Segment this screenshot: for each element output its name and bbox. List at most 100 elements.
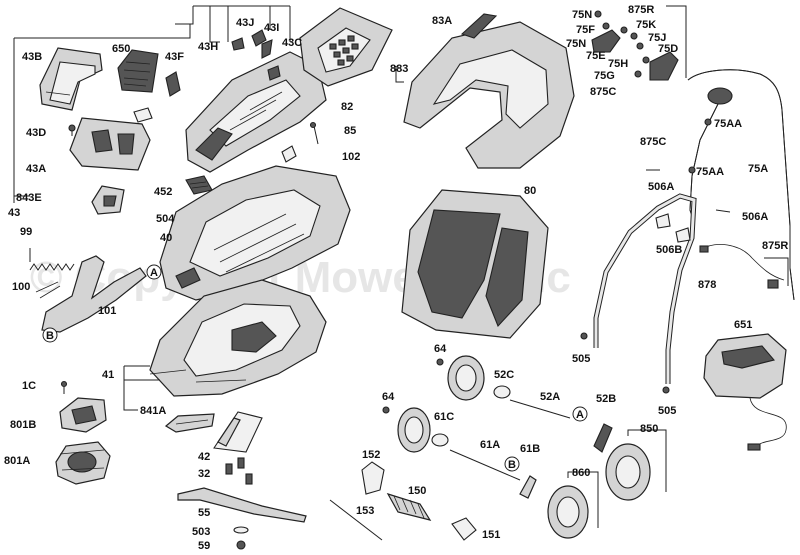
part-43j bbox=[251, 29, 267, 47]
label-75h: 75H bbox=[608, 58, 628, 70]
label-75f: 75F bbox=[576, 24, 595, 36]
part-1c-screw bbox=[60, 380, 68, 394]
part-52b-lever bbox=[593, 423, 613, 453]
svg-text:B: B bbox=[46, 330, 54, 342]
label-43b: 43B bbox=[22, 51, 42, 63]
part-101-lever bbox=[35, 255, 147, 333]
part-43f bbox=[165, 71, 181, 97]
label-43j: 43J bbox=[236, 17, 254, 29]
label-75j: 75J bbox=[648, 32, 666, 44]
label-875r: 875R bbox=[762, 240, 788, 252]
label-75n: 75N bbox=[572, 9, 592, 21]
label-875r-top: 875R bbox=[628, 4, 654, 16]
part-75a-upper-handle bbox=[687, 69, 795, 301]
label-43a: 43A bbox=[26, 163, 46, 175]
label-75k: 75K bbox=[636, 19, 656, 31]
part-80-bag bbox=[401, 189, 549, 339]
label-59: 59 bbox=[198, 540, 210, 552]
part-32-screws bbox=[225, 457, 253, 485]
svg-text:A: A bbox=[576, 409, 584, 421]
part-505-bolts bbox=[580, 332, 670, 394]
label-82: 82 bbox=[341, 101, 353, 113]
label-61a: 61A bbox=[480, 439, 500, 451]
part-43i bbox=[261, 39, 273, 59]
label-801a: 801A bbox=[4, 455, 30, 467]
label-61b: 61B bbox=[520, 443, 540, 455]
label-61c: 61C bbox=[434, 411, 454, 423]
part-503-washer bbox=[233, 526, 249, 534]
label-43h: 43H bbox=[198, 41, 218, 53]
part-61c bbox=[431, 433, 449, 447]
label-650: 650 bbox=[112, 43, 130, 55]
label-801b: 801B bbox=[10, 419, 36, 431]
label-43c: 43C bbox=[282, 37, 302, 49]
label-883: 883 bbox=[390, 63, 408, 75]
part-52a-axle bbox=[509, 399, 571, 419]
label-452: 452 bbox=[154, 186, 172, 198]
svg-text:B: B bbox=[508, 459, 516, 471]
part-85-pin bbox=[309, 121, 319, 145]
label-83a: 83A bbox=[432, 15, 452, 27]
label-150: 150 bbox=[408, 485, 426, 497]
part-151 bbox=[451, 517, 477, 541]
part-801a-motor bbox=[55, 441, 111, 485]
part-878-lower-handle bbox=[593, 193, 697, 384]
part-452 bbox=[185, 175, 213, 195]
part-860-wheel bbox=[547, 471, 599, 539]
part-152 bbox=[361, 461, 385, 495]
part-99-spring bbox=[29, 248, 75, 271]
label-503: 503 bbox=[192, 526, 210, 538]
label-843e: 843E bbox=[16, 192, 42, 204]
label-75n-2: 75N bbox=[566, 38, 586, 50]
part-651-charger bbox=[703, 333, 787, 451]
label-506b: 506B bbox=[656, 244, 682, 256]
label-850: 850 bbox=[640, 423, 658, 435]
part-group-43 bbox=[13, 5, 291, 203]
callout-b-right: B bbox=[504, 456, 520, 472]
label-1c: 1C bbox=[22, 380, 36, 392]
part-75-small-parts bbox=[594, 10, 650, 78]
part-850-wheel bbox=[605, 429, 667, 501]
part-43a-housing bbox=[69, 107, 153, 171]
label-43f: 43F bbox=[165, 51, 184, 63]
label-55: 55 bbox=[198, 507, 210, 519]
part-102 bbox=[281, 145, 297, 163]
label-52c: 52C bbox=[494, 369, 514, 381]
label-75aa-2: 75AA bbox=[696, 166, 724, 178]
part-43h bbox=[231, 37, 245, 51]
label-43: 43 bbox=[8, 207, 20, 219]
label-101: 101 bbox=[98, 305, 116, 317]
label-152: 152 bbox=[362, 449, 380, 461]
part-506b-clips bbox=[655, 213, 691, 243]
part-153-rod bbox=[329, 499, 383, 541]
part-875r-switch bbox=[591, 5, 687, 81]
part-841a bbox=[164, 413, 215, 433]
part-61a-axle bbox=[449, 449, 521, 481]
part-43b-lid bbox=[39, 47, 103, 111]
label-504: 504 bbox=[156, 213, 175, 225]
part-52c bbox=[493, 385, 511, 399]
label-75aa-1: 75AA bbox=[714, 118, 742, 130]
label-100: 100 bbox=[12, 281, 30, 293]
label-506a-2: 506A bbox=[742, 211, 768, 223]
label-102: 102 bbox=[342, 151, 360, 163]
callout-a-right: A bbox=[572, 406, 588, 422]
label-99: 99 bbox=[20, 226, 32, 238]
label-64-b: 64 bbox=[382, 391, 395, 403]
part-41-deck bbox=[123, 279, 327, 411]
label-52b: 52B bbox=[596, 393, 616, 405]
label-75a: 75A bbox=[748, 163, 768, 175]
label-42: 42 bbox=[198, 451, 210, 463]
part-42-cover bbox=[213, 411, 263, 453]
part-875r-cable bbox=[699, 244, 789, 289]
label-75d: 75D bbox=[658, 43, 678, 55]
label-43d: 43D bbox=[26, 127, 46, 139]
callout-b-left: B bbox=[42, 327, 58, 343]
part-843e-clip bbox=[91, 185, 125, 215]
label-860: 860 bbox=[572, 467, 590, 479]
part-83a-handle bbox=[460, 13, 498, 39]
part-650-battery bbox=[117, 49, 159, 93]
label-151: 151 bbox=[482, 529, 500, 541]
label-875c: 875C bbox=[640, 136, 666, 148]
